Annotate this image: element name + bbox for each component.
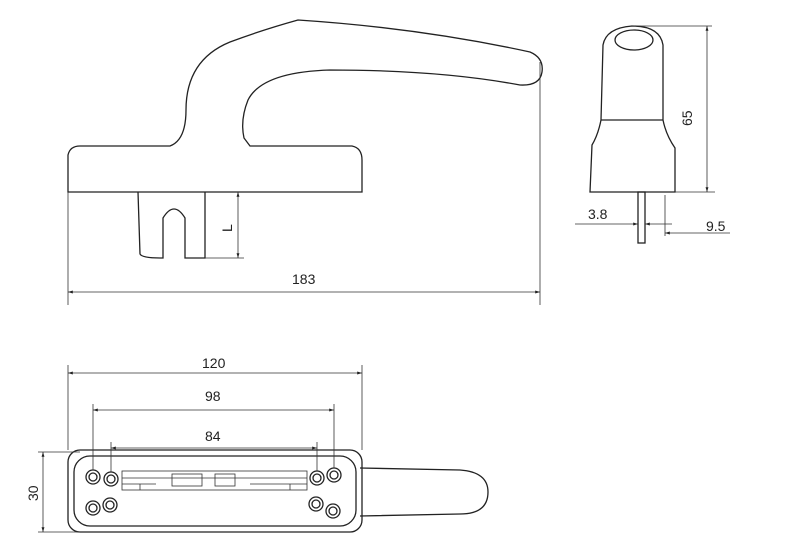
end-spindle bbox=[637, 191, 646, 244]
spindle-width-label: 3.8 bbox=[588, 206, 608, 222]
offset-label: 9.5 bbox=[706, 218, 726, 234]
spindle-length-label: L bbox=[219, 224, 235, 232]
height-label: 65 bbox=[679, 110, 695, 126]
end-view: 65 3.8 9.5 bbox=[575, 25, 730, 244]
lever bbox=[359, 467, 489, 517]
inner-holes-label: 84 bbox=[205, 428, 221, 444]
spindle-block bbox=[137, 191, 206, 259]
cap-ellipse bbox=[614, 29, 654, 51]
base-plate bbox=[67, 449, 363, 533]
handle-outline bbox=[67, 19, 543, 193]
end-body bbox=[589, 25, 676, 193]
outer-holes-label: 98 bbox=[205, 388, 221, 404]
mechanism-slot bbox=[121, 470, 308, 491]
side-view: L 183 bbox=[67, 19, 543, 305]
screw-holes bbox=[85, 467, 342, 519]
depth-label: 30 bbox=[25, 485, 41, 501]
width-label: 120 bbox=[202, 355, 226, 371]
top-view: 120 98 84 30 bbox=[25, 355, 489, 533]
length-label: 183 bbox=[292, 271, 316, 287]
